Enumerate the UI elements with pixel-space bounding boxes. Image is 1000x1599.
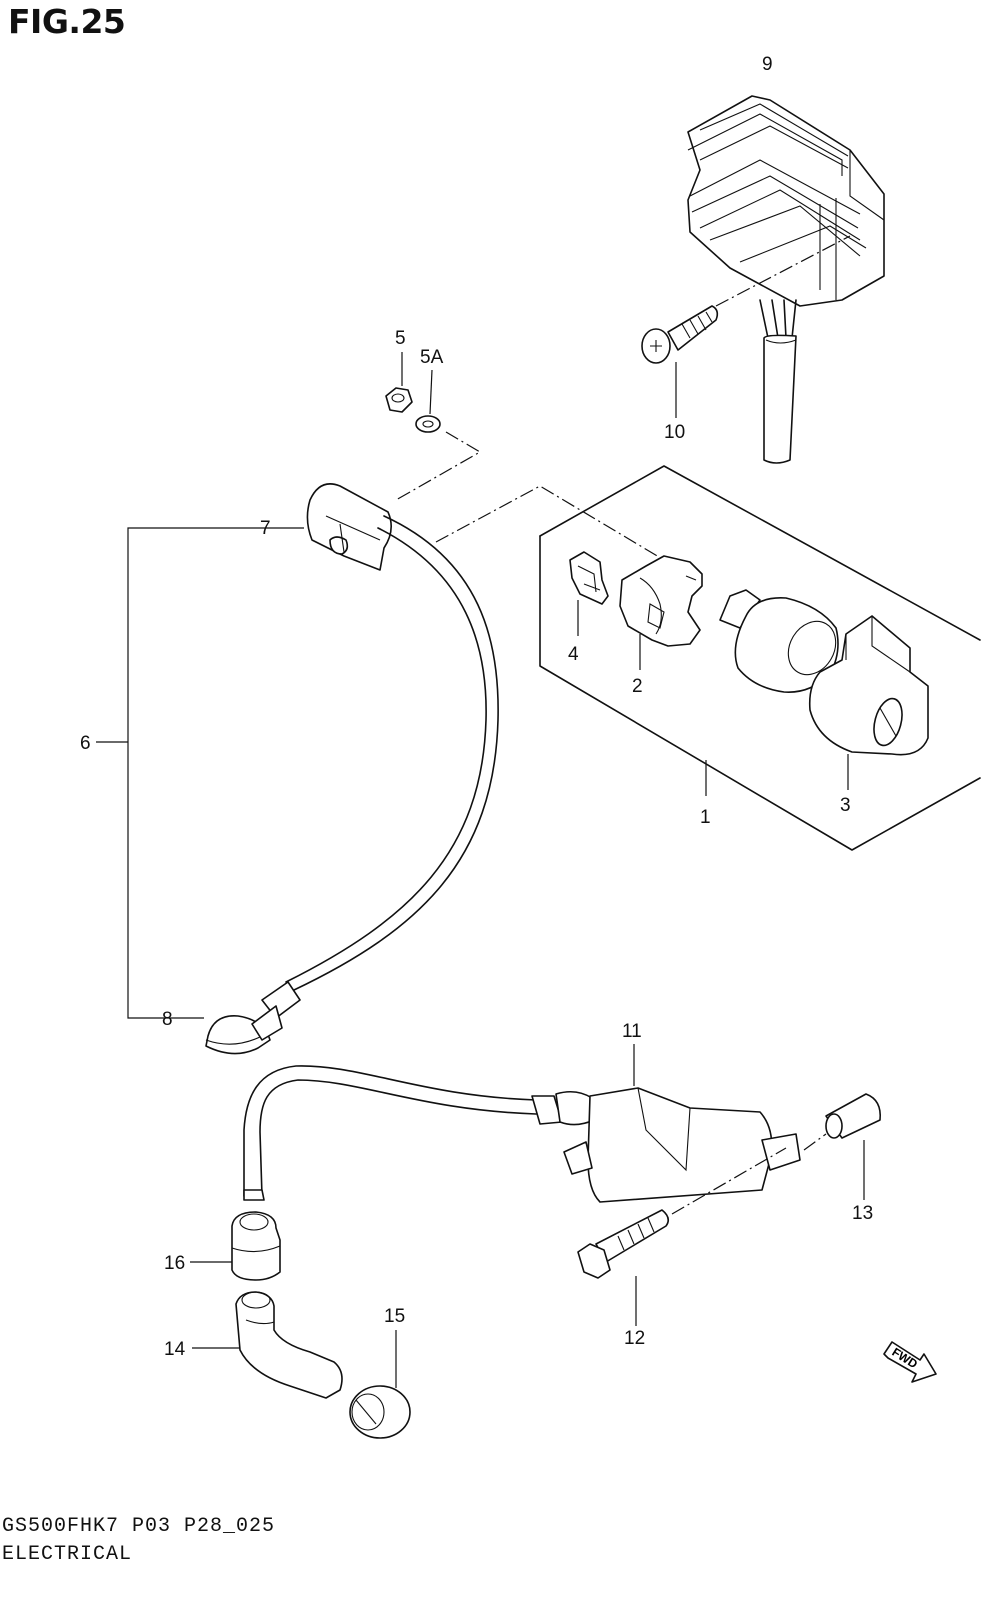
ignition-switch-assembly-part-1[interactable] [435,465,981,851]
callout-15: 15 [384,1306,405,1327]
figure-title: FIG.25 [8,2,126,41]
callout-13: 13 [852,1203,873,1224]
ignition-lock-part-3[interactable] [719,589,929,790]
callout-1: 1 [700,807,711,828]
grommet-part-15[interactable] [349,1330,411,1439]
fwd-arrow-icon: FWD [883,1341,937,1383]
callout-7: 7 [260,518,271,539]
ignition-coil-part-11[interactable] [243,1044,801,1203]
figure-code: GS500FHK7 P03 P28_025 [2,1515,276,1538]
pipe-part-14[interactable] [192,1291,343,1399]
spacer-part-13[interactable] [803,1093,882,1200]
callout-5: 5 [395,328,406,349]
regulator-rectifier-part[interactable] [687,95,885,464]
callout-5a: 5A [420,347,444,368]
cap-part-16[interactable] [190,1211,281,1281]
figure-section-name: ELECTRICAL [2,1543,133,1566]
callout-11: 11 [622,1021,642,1042]
washer-part-5a[interactable] [415,369,441,433]
switch-contact-part-2[interactable] [619,555,703,670]
callout-4: 4 [568,644,579,665]
spark-plug-cap-part-7[interactable] [306,483,392,571]
callout-14: 14 [164,1339,186,1360]
callout-9: 9 [762,54,773,75]
callout-16: 16 [164,1253,185,1274]
callout-12: 12 [624,1328,645,1349]
switch-housing-part-4[interactable] [569,551,609,636]
bolt-part-10[interactable] [641,235,851,418]
high-tension-cord-part-6[interactable] [261,515,499,1019]
callout-6: 6 [80,733,91,754]
callout-2: 2 [632,676,643,697]
bolt-part-12[interactable] [577,1147,787,1326]
callout-10: 10 [664,422,685,443]
callout-8: 8 [162,1009,173,1030]
callout-3: 3 [840,795,851,816]
spark-plug-cap-part-8[interactable] [205,1005,283,1055]
nut-part-5[interactable] [385,352,413,413]
